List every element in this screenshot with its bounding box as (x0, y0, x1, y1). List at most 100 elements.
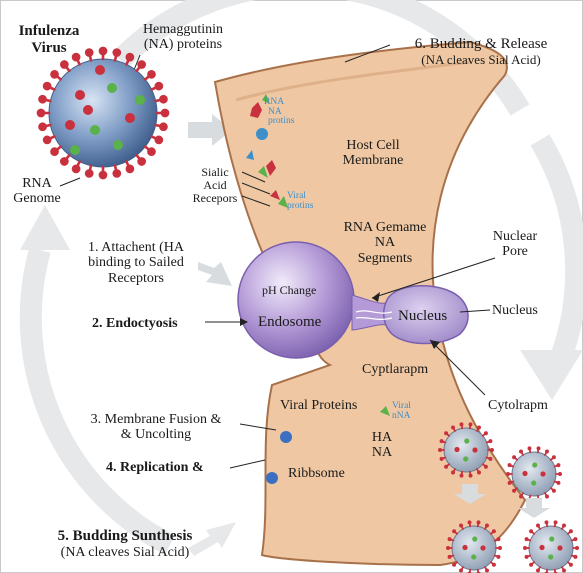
step-5-title: 5. Budding Sunthesis (57, 528, 193, 544)
entry-arrow (188, 114, 232, 146)
spike-head (59, 60, 69, 69)
na-protein-dot (135, 95, 145, 105)
spike-head (545, 494, 549, 499)
viral-protins-line2: protins (287, 200, 314, 211)
cycle-arrowhead-left (20, 205, 70, 250)
progeny-protein-dot (531, 480, 537, 486)
spike-head (523, 546, 527, 550)
step-5-detail: (NA cleaves Sial Acid) (60, 544, 190, 560)
step-1-line3: Receptors (108, 270, 164, 286)
spike-head (98, 46, 108, 56)
spike-head (512, 488, 517, 493)
cytolrapm-label: Cytolrapm (488, 398, 548, 413)
progeny-virus (506, 446, 562, 502)
spike-head (42, 135, 52, 145)
gemame-line3: Segments (357, 250, 413, 266)
spike-head (147, 147, 156, 157)
cycle-arrowhead-right (520, 350, 583, 400)
spike-head (84, 48, 94, 57)
spike-head (553, 520, 558, 525)
spike-head (529, 529, 534, 534)
spike-head (459, 568, 463, 573)
na-protein-dot (90, 125, 100, 135)
ribbsome-label: Ribbsome (288, 466, 345, 481)
spike-head (527, 446, 532, 451)
spike-head (491, 562, 496, 567)
rna-genome-label: RNA Genome (6, 176, 68, 207)
spike-head (573, 537, 578, 542)
progeny-protein-dot (549, 536, 555, 542)
na-text: NA (371, 445, 393, 461)
spike-head (447, 554, 452, 559)
spike-head (477, 425, 481, 430)
progeny-protein-dot (472, 536, 478, 542)
spike-head (98, 170, 108, 180)
spike-head (71, 164, 81, 174)
spike-head (536, 523, 540, 528)
spike-head (467, 520, 472, 525)
progeny-protein-dot (539, 544, 545, 551)
spike-head (519, 449, 523, 454)
spike-head (154, 81, 164, 91)
host-cell-membrane-label: Host Cell Membrane (328, 138, 418, 169)
spike-head (444, 431, 449, 436)
spike-head (84, 169, 94, 178)
spike-head (125, 52, 135, 62)
sialic-acid-label: Sialic Acid Recepors (184, 165, 246, 206)
spike-head (154, 135, 164, 145)
ha-protein-dot (95, 65, 105, 75)
spike-head (512, 455, 517, 460)
spike-head (524, 554, 529, 559)
gemame-line2: NA (374, 235, 396, 251)
spike-head (568, 562, 573, 567)
spike-head (556, 463, 561, 468)
progeny-protein-dot (463, 456, 469, 462)
progeny-protein-dot (462, 544, 468, 551)
hema-line2: (NA) proteins (143, 37, 223, 53)
host-line1: Host Cell (346, 138, 400, 153)
spike-head (551, 455, 556, 460)
cyptlarapm-label: Cyptlarapm (362, 362, 429, 377)
spike-head (483, 431, 488, 436)
receptor-icons (246, 94, 390, 416)
viral-protins-line1: Viral (287, 191, 306, 201)
spike-head (438, 448, 442, 452)
step-1-line1: 1. Attachent (HA (87, 240, 185, 255)
step-2-label: 2. Endoctyosis (92, 316, 178, 331)
ribosome-icons (266, 431, 292, 484)
ha-protein-dot (83, 105, 93, 115)
viral-nna-line2: nNA (392, 410, 411, 421)
progeny-protein-dot (464, 438, 470, 444)
spike-head (524, 537, 529, 542)
nucleus-outer-label: Nucleus (492, 303, 538, 318)
spike-head (451, 470, 455, 475)
rna-line1: RNA (22, 176, 52, 191)
rna-na-line1: RNA (264, 97, 285, 107)
ha-protein-dot (65, 120, 75, 130)
progeny-virus (438, 422, 494, 478)
na-protein-dot (113, 140, 123, 150)
spike-head (439, 456, 444, 461)
spike-head (488, 439, 493, 444)
endosome-label: Endosome (258, 314, 322, 330)
nucleus-shape (383, 285, 469, 345)
progeny-protein-dot (522, 470, 528, 477)
na-protein-dot (107, 83, 117, 93)
spike-head (551, 488, 556, 493)
step-3-line1: 3. Membrane Fusion & (90, 412, 222, 427)
step-3-label: 3. Membrane Fusion & & Uncolting (76, 412, 236, 443)
nuclear-pore-label: Nuclear Pore (480, 229, 550, 260)
virus-title-line1: Infulenza (18, 23, 80, 39)
rna-line2: Genome (13, 191, 61, 207)
spike-head (483, 464, 488, 469)
spike-head (575, 546, 579, 550)
nucleus-inner-label: Nucleus (398, 308, 448, 324)
rna-na-line2: NA (268, 106, 282, 117)
spike-head (439, 439, 444, 444)
progeny-virus (446, 520, 502, 573)
viral-proteins-label: Viral Proteins (280, 398, 358, 413)
spike-head (468, 422, 473, 427)
spike-head (507, 480, 512, 485)
viral-protins-label: Viral protins (287, 191, 314, 211)
